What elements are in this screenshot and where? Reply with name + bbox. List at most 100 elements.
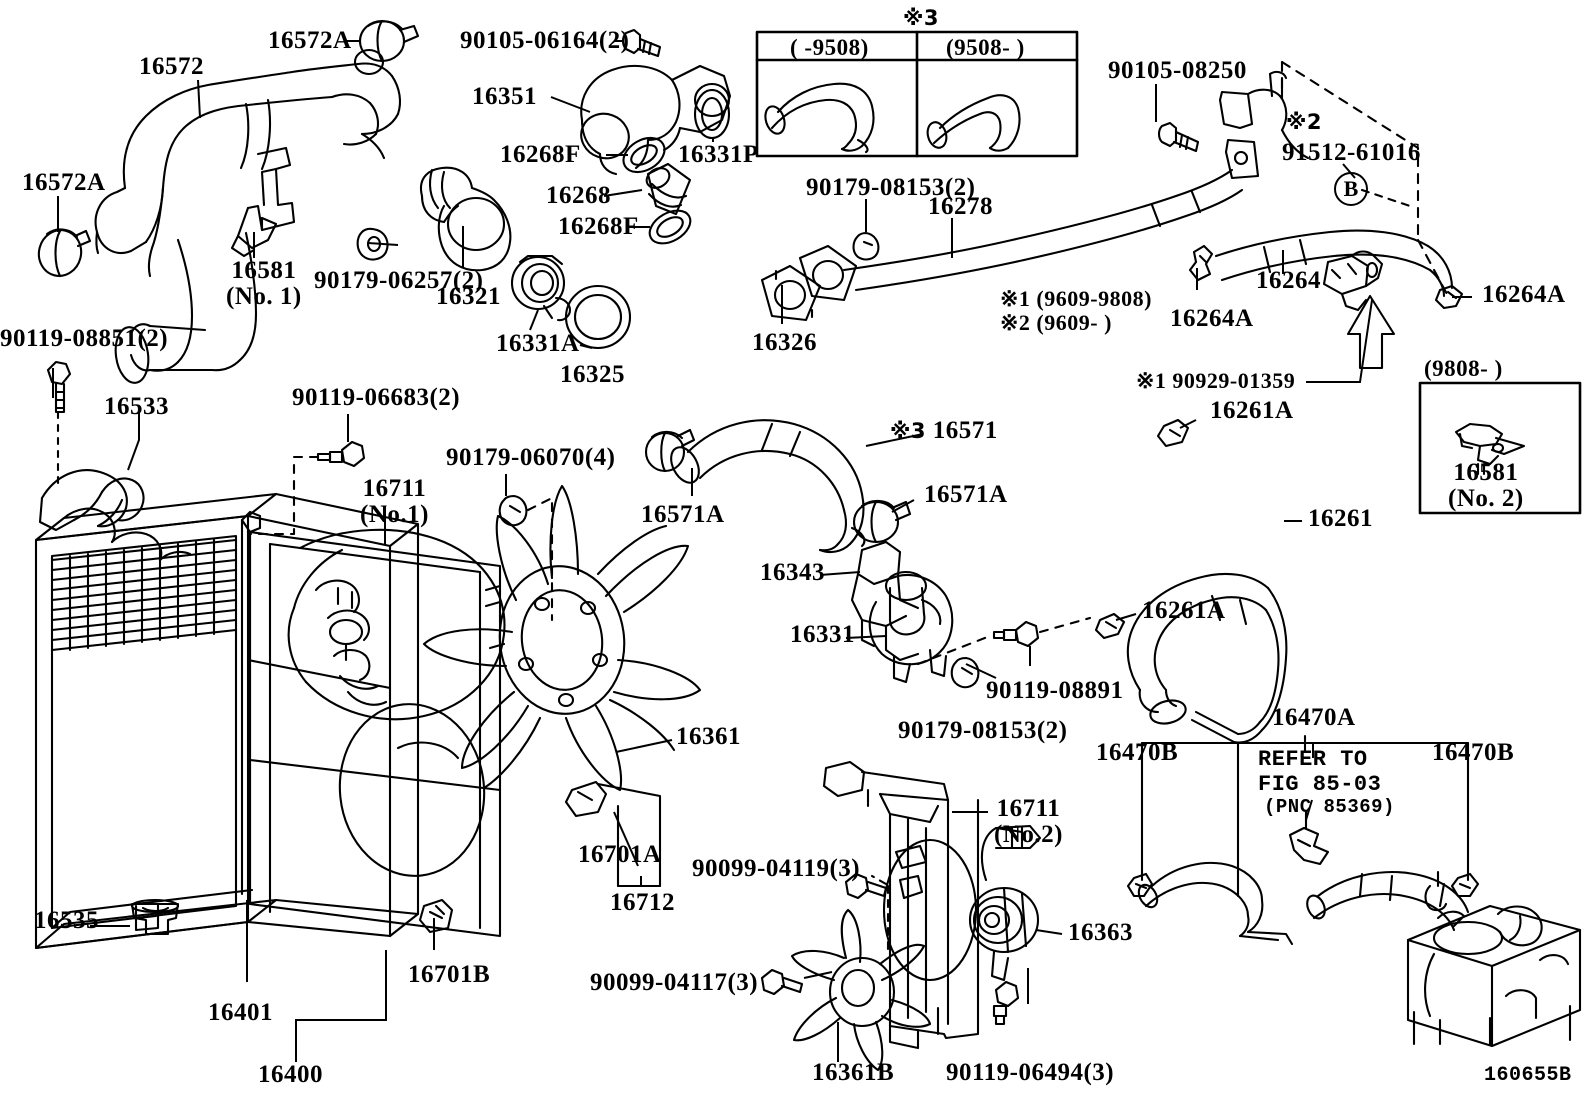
label-90179-08153-a: 90179-08153(2) — [806, 174, 976, 201]
part-16400-radiator — [34, 492, 420, 950]
label-90179-06070: 90179-06070(4) — [446, 444, 616, 471]
label-16470A: 16470A — [1272, 704, 1356, 731]
label-16331: 16331 — [790, 621, 855, 648]
inset-top-marker: ※3 — [903, 6, 940, 30]
label-16470B-right: 16470B — [1432, 739, 1515, 766]
label-16581-no1: 16581 (No. 1) — [226, 257, 302, 310]
part-16363-fan-motor — [968, 824, 1042, 982]
label-16535: 16535 — [34, 907, 99, 934]
label-90119-08891: 90119-08891 — [986, 677, 1124, 704]
label-16701B: 16701B — [408, 961, 491, 988]
label-16261A-top: 16261A — [1210, 397, 1294, 424]
bracket-16701A-16712 — [596, 782, 662, 888]
label-16321: 16321 — [436, 283, 501, 310]
part-16470B-clip-right — [1450, 872, 1480, 898]
part-90119-06494-bolt — [992, 980, 1020, 1026]
label-90099-04117: 90099-04117(3) — [590, 969, 759, 996]
label-90119-06494: 90119-06494(3) — [946, 1059, 1115, 1086]
label-90119-06683: 90119-06683(2) — [292, 384, 461, 411]
label-16261A-bottom: 16261A — [1142, 597, 1226, 624]
part-90119-08851-bolt — [46, 360, 72, 414]
label-16268F-lower: 16268F — [558, 213, 639, 240]
label-16278: 16278 — [928, 193, 993, 220]
inset-bottom-header: (9808- ) — [1424, 356, 1503, 381]
part-16331P-gasket — [693, 88, 731, 140]
label-16268: 16268 — [546, 182, 611, 209]
part-90179-08153-grommet-a — [852, 231, 880, 261]
inset-hose-left — [764, 82, 875, 154]
dashed-leader-shroud — [248, 455, 320, 536]
note-1: ※1 (9609-9808) — [1000, 286, 1152, 311]
part-16268F-gasket-lower — [648, 209, 692, 245]
part-16535-drain-plug — [130, 898, 180, 936]
part-85369-clip — [1288, 810, 1330, 866]
label-16343: 16343 — [760, 559, 825, 586]
part-90929-01359-valve — [1322, 250, 1384, 312]
label-16572A-top: 16572A — [268, 27, 352, 54]
dashed-leader-fan — [526, 496, 554, 622]
part-16581-no1-bracket — [230, 146, 296, 258]
inset-hose-right — [926, 94, 1021, 152]
label-16331P: 16331P — [678, 141, 759, 168]
label-16712: 16712 — [610, 889, 675, 916]
part-16264A-clip-right — [1434, 284, 1464, 310]
part-16361B-fan — [790, 908, 932, 1072]
dashed-leader-reservoir — [916, 616, 1092, 666]
part-16711-no2-shroud — [822, 760, 980, 1050]
label-90105-06164: 90105-06164(2) — [460, 27, 630, 54]
part-16701B-cushion — [418, 898, 454, 934]
part-16701A-cushion — [564, 780, 608, 818]
reference-note: REFER TO FIG 85-03 (PNC 85369) — [1258, 747, 1395, 819]
label-16571A-left: 16571A — [641, 501, 725, 528]
part-90099-04117-bolt — [760, 968, 804, 996]
heater-hose-left — [1137, 861, 1294, 946]
part-16361-fan — [422, 484, 702, 792]
part-90105-08250-bolt — [1157, 121, 1200, 153]
label-16533: 16533 — [104, 393, 169, 420]
sheet-code: 160655B — [1484, 1064, 1572, 1087]
part-90179-08153-grommet-b — [950, 656, 980, 689]
label-16351: 16351 — [472, 83, 537, 110]
label-16264: 16264 — [1256, 267, 1321, 294]
part-16264A-clip-left — [1188, 244, 1214, 282]
label-16711-no1: 16711 (No.1) — [360, 475, 429, 528]
part-16261A-clip-lower — [1094, 612, 1126, 640]
part-16571A-clamp-left — [644, 428, 696, 473]
part-16326-gasket-pair — [760, 244, 858, 322]
label-16400: 16400 — [258, 1061, 323, 1088]
part-90179-06257-grommet — [356, 227, 389, 261]
part-16533-bracket — [38, 469, 145, 532]
part-16331A-thermostat — [510, 254, 572, 322]
part-16264-hose — [1214, 229, 1454, 298]
label-mark-2: ※2 — [1286, 110, 1323, 134]
dashed-leader-b — [1360, 188, 1412, 208]
part-16572A-clamp-left — [37, 228, 92, 278]
label-16264A-right: 16264A — [1482, 281, 1566, 308]
label-16470B-left: 16470B — [1096, 739, 1179, 766]
label-16571: ※3 16571 — [890, 417, 998, 444]
label-16264A-left: 16264A — [1170, 305, 1254, 332]
label-90105-08250: 90105-08250 — [1108, 57, 1247, 84]
label-16361B: 16361B — [812, 1059, 895, 1086]
label-16363: 16363 — [1068, 919, 1133, 946]
label-91512-61016: 91512-61016 — [1282, 139, 1421, 166]
label-16701A: 16701A — [578, 841, 662, 868]
note-1-part: ※1 90929-01359 — [1136, 368, 1296, 393]
heater-hose-right — [1306, 871, 1470, 932]
label-16331A: 16331A — [496, 330, 580, 357]
part-16470B-clip-left — [1126, 872, 1154, 898]
part-16711-no1-shroud — [240, 510, 506, 938]
label-16326: 16326 — [752, 329, 817, 356]
label-16711-no2: 16711 (No.2) — [994, 795, 1063, 848]
part-90119-08891-bolt — [992, 620, 1040, 648]
dashed-leader-shroud-2 — [870, 874, 890, 958]
label-90179-08153-b: 90179-08153(2) — [898, 717, 1068, 744]
label-16268F-upper: 16268F — [500, 141, 581, 168]
label-16572: 16572 — [139, 53, 204, 80]
note-2: ※2 (9609- ) — [1000, 310, 1112, 335]
part-90179-06070-clip — [498, 494, 528, 527]
label-16572A-left: 16572A — [22, 169, 106, 196]
part-16572A-clamp-top — [353, 19, 420, 76]
label-90119-08851: 90119-08851(2) — [0, 325, 169, 352]
